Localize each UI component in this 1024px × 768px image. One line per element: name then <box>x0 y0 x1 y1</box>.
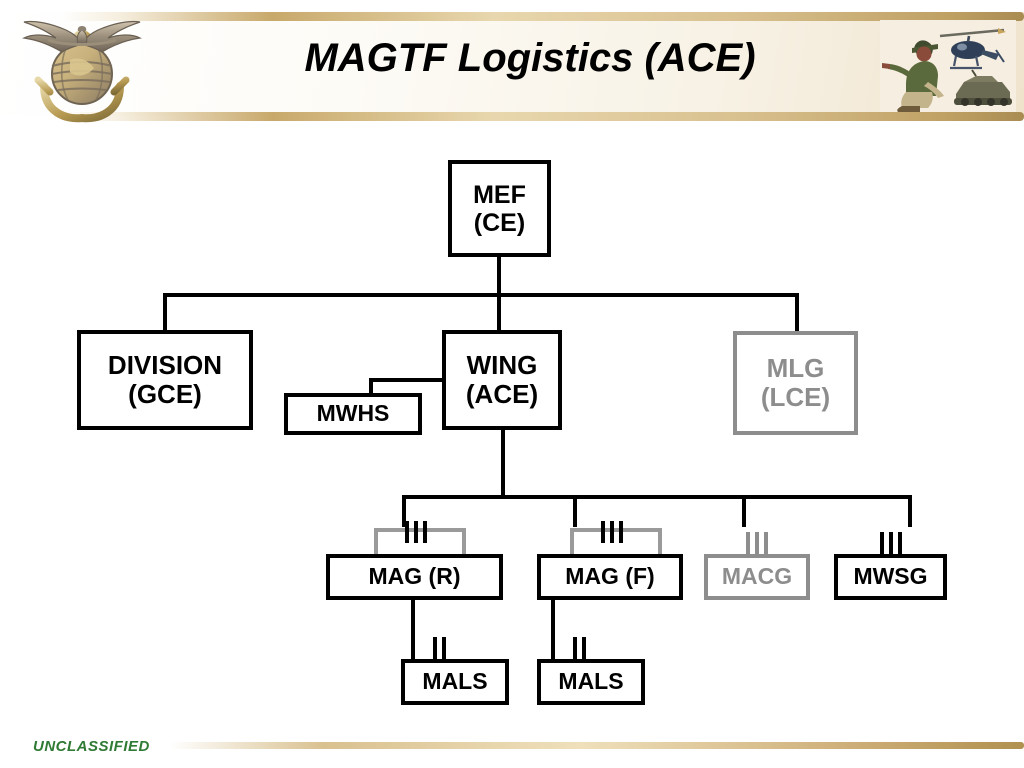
node-mlg-line1: MLG <box>766 352 825 383</box>
unit-symbol-squadron-mals-r <box>433 637 446 659</box>
node-macg[interactable]: MACG <box>704 554 810 600</box>
node-mag-r-line1: MAG (R) <box>368 563 461 590</box>
banner-background <box>0 12 1024 116</box>
unit-symbol-regiment-mag-r <box>405 521 427 543</box>
node-mals-f[interactable]: MALS <box>537 659 645 705</box>
connector-wing-stem <box>501 430 505 497</box>
classification-marking: UNCLASSIFIED <box>33 738 150 755</box>
node-mlg-line2: (LCE) <box>760 382 831 412</box>
connector-level3-bus <box>402 495 912 499</box>
node-mwsg[interactable]: MWSG <box>834 554 947 600</box>
usmc-eagle-globe-anchor-icon <box>8 0 158 130</box>
node-mwhs[interactable]: MWHS <box>284 393 422 435</box>
node-mag-r[interactable]: MAG (R) <box>326 554 503 600</box>
connector-mag-f-to-mals <box>551 598 555 660</box>
connector-drop-macg <box>742 495 746 527</box>
node-mals-r[interactable]: MALS <box>401 659 509 705</box>
connector-drop-mag-f <box>573 495 577 527</box>
node-mag-f[interactable]: MAG (F) <box>537 554 683 600</box>
unit-symbol-regiment-mwsg <box>880 532 902 554</box>
node-mag-f-line1: MAG (F) <box>565 563 655 590</box>
connector-drop-mag-r <box>402 495 406 527</box>
slide-header-banner: MAGTF Logistics (ACE) <box>0 0 1024 130</box>
banner-top-gold-rule <box>60 12 1024 21</box>
node-mwsg-line1: MWSG <box>853 563 928 590</box>
node-division[interactable]: DIVISION (GCE) <box>77 330 253 430</box>
unit-symbol-regiment-macg <box>746 532 768 554</box>
footer-gold-rule <box>170 742 1024 749</box>
military-operations-photo-collage-icon <box>880 20 1016 112</box>
node-wing-line1: WING <box>466 349 538 380</box>
node-mef-line1: MEF <box>473 180 526 209</box>
connector-drop-wing <box>497 293 501 333</box>
node-mlg[interactable]: MLG (LCE) <box>733 331 858 435</box>
unit-symbol-regiment-mag-f <box>601 521 623 543</box>
connector-drop-mwsg <box>908 495 912 527</box>
node-wing-line2: (ACE) <box>465 379 539 409</box>
banner-bottom-gold-rule <box>60 112 1024 121</box>
connector-level2-bus <box>163 293 799 297</box>
unit-symbol-squadron-mals-f <box>573 637 586 659</box>
node-mals-r-line1: MALS <box>422 668 488 695</box>
node-mals-f-line1: MALS <box>558 668 624 695</box>
connector-mwhs-to-wing <box>369 378 445 382</box>
connector-drop-division <box>163 293 167 333</box>
connector-mef-stem <box>497 257 501 297</box>
node-mef[interactable]: MEF (CE) <box>448 160 551 257</box>
node-division-line2: (GCE) <box>128 379 202 409</box>
node-mwhs-line1: MWHS <box>316 400 390 427</box>
connector-mag-r-to-mals <box>411 598 415 660</box>
node-macg-line1: MACG <box>721 563 793 590</box>
connector-drop-mlg <box>795 293 799 331</box>
node-division-line1: DIVISION <box>107 349 223 380</box>
connector-mwhs-stem <box>369 378 373 396</box>
node-wing[interactable]: WING (ACE) <box>442 330 562 430</box>
node-mef-line2: (CE) <box>473 208 526 237</box>
page-title: MAGTF Logistics (ACE) <box>304 36 756 80</box>
